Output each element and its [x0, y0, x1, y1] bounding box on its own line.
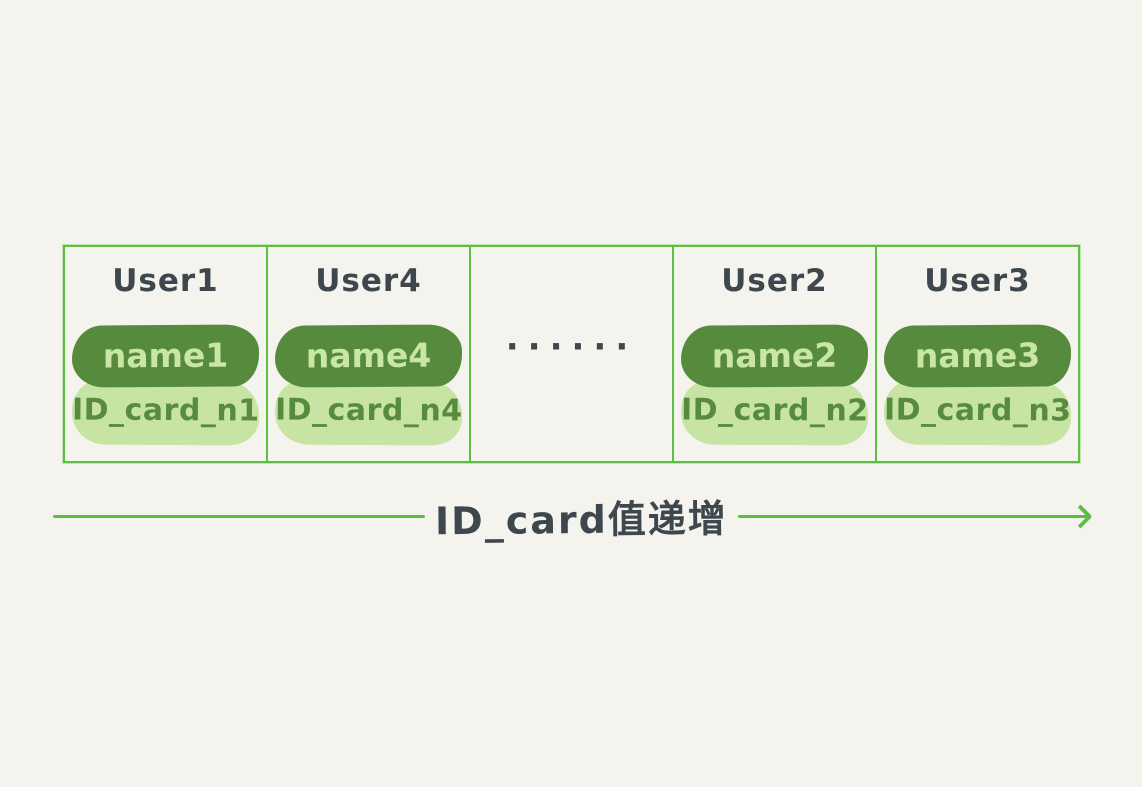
name-badge: name2: [680, 324, 869, 388]
arrow-line-left: [53, 514, 425, 518]
record-cell-ellipsis: ······: [469, 247, 672, 461]
arrow-label: ID_card值递增: [434, 496, 729, 543]
record-cell-user3: User3 name3 ID_card_n3: [875, 247, 1078, 461]
ellipsis-dots: ······: [505, 327, 638, 367]
arrow-line-right: [737, 514, 1088, 518]
id-card-badge: ID_card_n2: [680, 380, 869, 446]
record-title: User2: [721, 263, 828, 299]
name-badge: name1: [71, 324, 260, 388]
record-title: User4: [315, 263, 422, 299]
record-badges: name2 ID_card_n2: [680, 324, 869, 446]
name-badge: name4: [274, 324, 463, 388]
record-badges: name4 ID_card_n4: [274, 324, 463, 446]
name-badge: name3: [883, 324, 1072, 388]
record-title: User1: [112, 263, 219, 299]
arrow-head-icon: [1068, 503, 1093, 529]
record-badges: name3 ID_card_n3: [883, 324, 1072, 446]
id-card-badge: ID_card_n3: [883, 380, 1072, 446]
record-cell-user4: User4 name4 ID_card_n4: [266, 247, 469, 461]
record-cell-user1: User1 name1 ID_card_n1: [65, 247, 266, 461]
id-card-badge: ID_card_n4: [274, 380, 463, 446]
record-badges: name1 ID_card_n1: [71, 324, 260, 446]
record-title: User3: [924, 263, 1031, 299]
record-cell-user2: User2 name2 ID_card_n2: [672, 247, 875, 461]
record-row: User1 name1 ID_card_n1 User4 name4 ID_ca…: [63, 245, 1080, 463]
id-card-badge: ID_card_n1: [71, 380, 260, 446]
id-card-order-arrow: ID_card值递增: [53, 478, 1093, 554]
